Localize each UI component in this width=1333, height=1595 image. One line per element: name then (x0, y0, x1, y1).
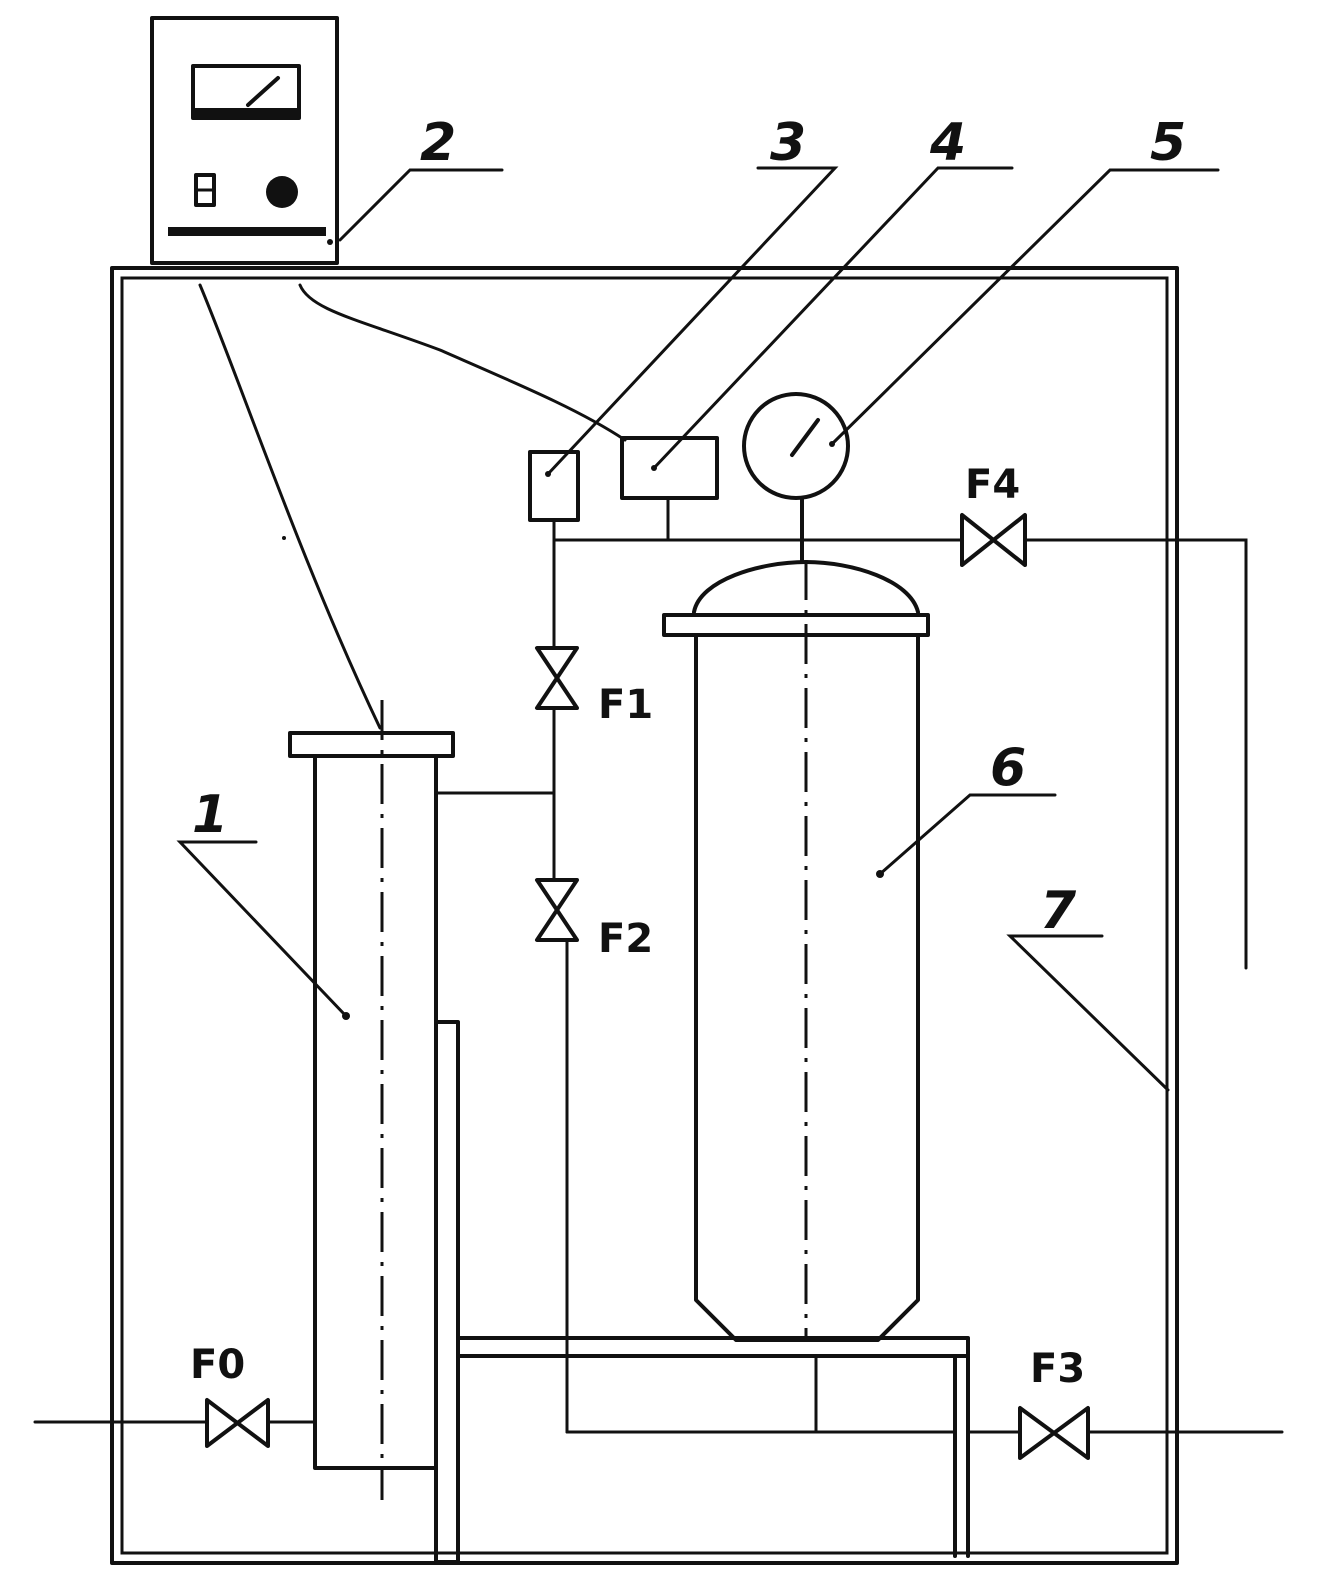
pressure-gauge-5 (742, 392, 850, 562)
label-1: 1 (192, 785, 228, 845)
valve-F3 (1018, 1406, 1090, 1460)
label-3: 3 (770, 113, 806, 173)
label-7: 7 (1040, 881, 1077, 941)
valve-F2 (535, 878, 579, 942)
vessel-1 (282, 536, 455, 1500)
vessel-6 (662, 560, 930, 1342)
valve-F4 (960, 513, 1027, 567)
label-6: 6 (990, 738, 1026, 798)
label-F1: F1 (598, 682, 653, 728)
enclosure (110, 266, 1179, 1565)
label-2: 2 (420, 113, 456, 173)
valve-F1 (535, 646, 579, 710)
signal-wires (198, 283, 627, 730)
leader-lines (176, 166, 1220, 1092)
label-F0: F0 (190, 1342, 245, 1388)
label-F2: F2 (598, 916, 653, 962)
control-unit (150, 16, 339, 265)
label-5: 5 (1150, 113, 1186, 173)
label-F4: F4 (965, 462, 1020, 508)
label-4: 4 (929, 113, 966, 173)
valve-F0 (205, 1398, 270, 1448)
piping (33, 538, 1284, 1564)
label-F3: F3 (1030, 1346, 1085, 1392)
sensor-3 (528, 450, 580, 542)
